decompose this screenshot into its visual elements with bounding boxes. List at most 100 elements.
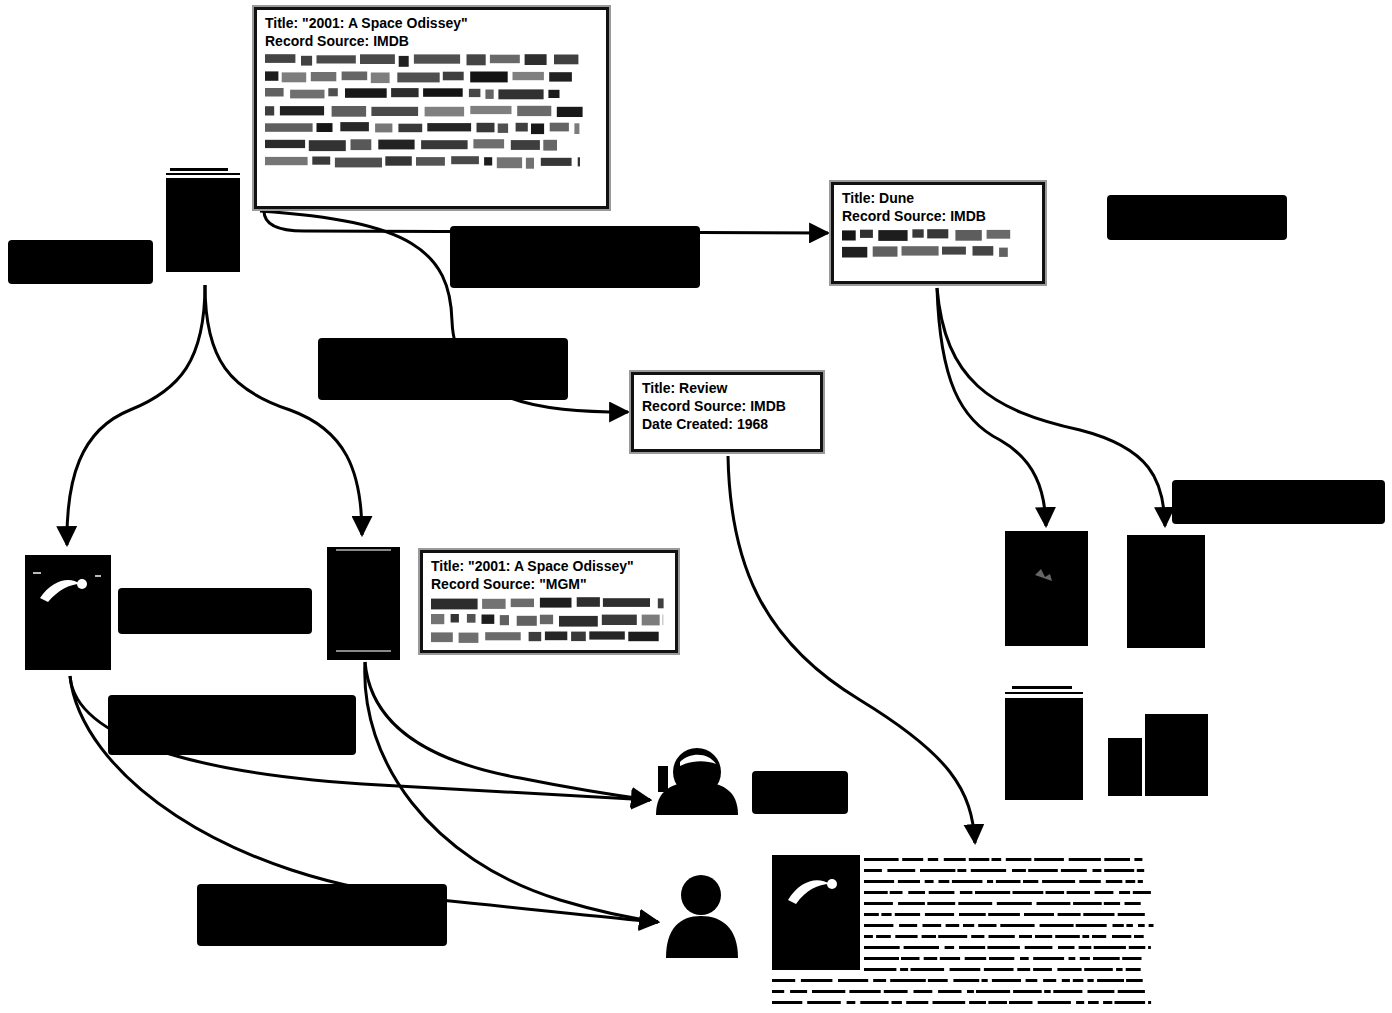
- drawing-part: [772, 855, 860, 970]
- document-line: [864, 946, 900, 949]
- document-line: [873, 979, 886, 982]
- blur-mark: [526, 158, 534, 169]
- document-line: [1034, 858, 1064, 861]
- blur-mark: [360, 54, 395, 64]
- document-line: [938, 990, 961, 993]
- record-box: Title: "2001: A Space Odissey"Record Sou…: [254, 7, 609, 209]
- blur-mark: [431, 632, 453, 642]
- document-line: [1134, 858, 1142, 861]
- blur-mark: [516, 123, 528, 132]
- person-icon: [666, 875, 738, 958]
- document-line: [1088, 990, 1115, 993]
- blurred-text: [842, 227, 1034, 267]
- blur-mark: [317, 55, 356, 63]
- blur-mark: [987, 230, 1011, 239]
- blur-mark: [431, 614, 444, 624]
- blur-mark: [511, 140, 540, 150]
- blur-mark: [385, 156, 412, 165]
- document-line: [876, 935, 891, 938]
- document-line: [1137, 869, 1144, 872]
- blur-mark: [280, 106, 324, 115]
- document-line: [1025, 946, 1053, 949]
- blur-mark: [878, 230, 907, 241]
- blur-mark: [265, 71, 278, 80]
- document-line: [971, 869, 1006, 872]
- film-poster: [1145, 714, 1208, 796]
- blur-mark: [265, 88, 284, 97]
- document-line: [1046, 891, 1065, 894]
- document-line: [924, 957, 938, 960]
- blur-mark: [399, 56, 409, 67]
- blur-mark: [378, 140, 414, 150]
- document-line: [887, 869, 915, 872]
- redaction-bar: [752, 771, 848, 814]
- blur-mark: [431, 599, 478, 610]
- document-line: [864, 891, 888, 894]
- document-line: [1093, 957, 1120, 960]
- document-line: [1013, 990, 1042, 993]
- document-line: [864, 858, 899, 861]
- document-line: [1038, 1001, 1071, 1004]
- document-line: [1035, 935, 1052, 938]
- document-line: [920, 869, 955, 872]
- drawing-part: [95, 575, 101, 577]
- film-poster: [1127, 535, 1205, 648]
- blur-mark: [511, 599, 534, 608]
- blurred-area: [265, 52, 598, 180]
- blur-mark: [473, 139, 504, 148]
- document-line: [960, 891, 973, 894]
- document-line: [927, 902, 955, 905]
- blur-mark: [482, 615, 495, 624]
- blur-mark: [628, 632, 658, 642]
- document-line: [1104, 902, 1120, 905]
- document-line: [952, 880, 983, 883]
- blur-mark: [603, 598, 650, 607]
- drawing-part: [33, 572, 41, 574]
- blur-mark: [328, 88, 338, 96]
- document-line: [989, 957, 1014, 960]
- blur-mark: [342, 72, 368, 81]
- document-line: [965, 957, 987, 960]
- document-line: [944, 858, 966, 861]
- wire: [365, 662, 658, 922]
- document-line: [1058, 946, 1075, 949]
- document-line: [925, 880, 934, 883]
- blur-mark: [577, 597, 600, 607]
- record-field: Record Source: IMDB: [265, 32, 598, 50]
- document-line: [914, 990, 933, 993]
- document-line: [1053, 990, 1082, 993]
- blur-mark: [999, 248, 1008, 257]
- blur-mark: [955, 230, 981, 241]
- document-line: [992, 979, 1021, 982]
- blur-mark: [427, 123, 471, 131]
- blur-mark: [548, 90, 559, 98]
- blur-mark: [541, 158, 572, 166]
- document-line: [1033, 957, 1064, 960]
- record-field: Record Source: IMDB: [842, 207, 1034, 225]
- film-poster: [166, 168, 240, 272]
- blur-mark: [540, 615, 553, 625]
- document-line: [772, 979, 795, 982]
- document-line: [904, 946, 939, 949]
- document-line: [1126, 880, 1136, 883]
- blur-mark: [345, 88, 387, 98]
- blur-mark: [265, 123, 313, 132]
- document-line: [1116, 968, 1123, 971]
- blur-mark: [842, 230, 856, 240]
- record-box: Title: "2001: A Space Odissey"Record Sou…: [420, 550, 678, 653]
- document-line: [996, 880, 1021, 883]
- document-line: [971, 935, 984, 938]
- redaction-bar: [108, 695, 356, 755]
- blur-mark: [485, 90, 493, 99]
- record-field: Title: Dune: [842, 189, 1034, 207]
- blur-mark: [554, 55, 578, 65]
- document-line: [1119, 891, 1130, 894]
- wire: [205, 285, 362, 535]
- document-line: [1148, 946, 1151, 949]
- document-line: [838, 979, 868, 982]
- document-line: [1088, 1001, 1099, 1004]
- document-line: [1061, 869, 1087, 872]
- document-line: [923, 924, 942, 927]
- document-line: [1094, 946, 1126, 949]
